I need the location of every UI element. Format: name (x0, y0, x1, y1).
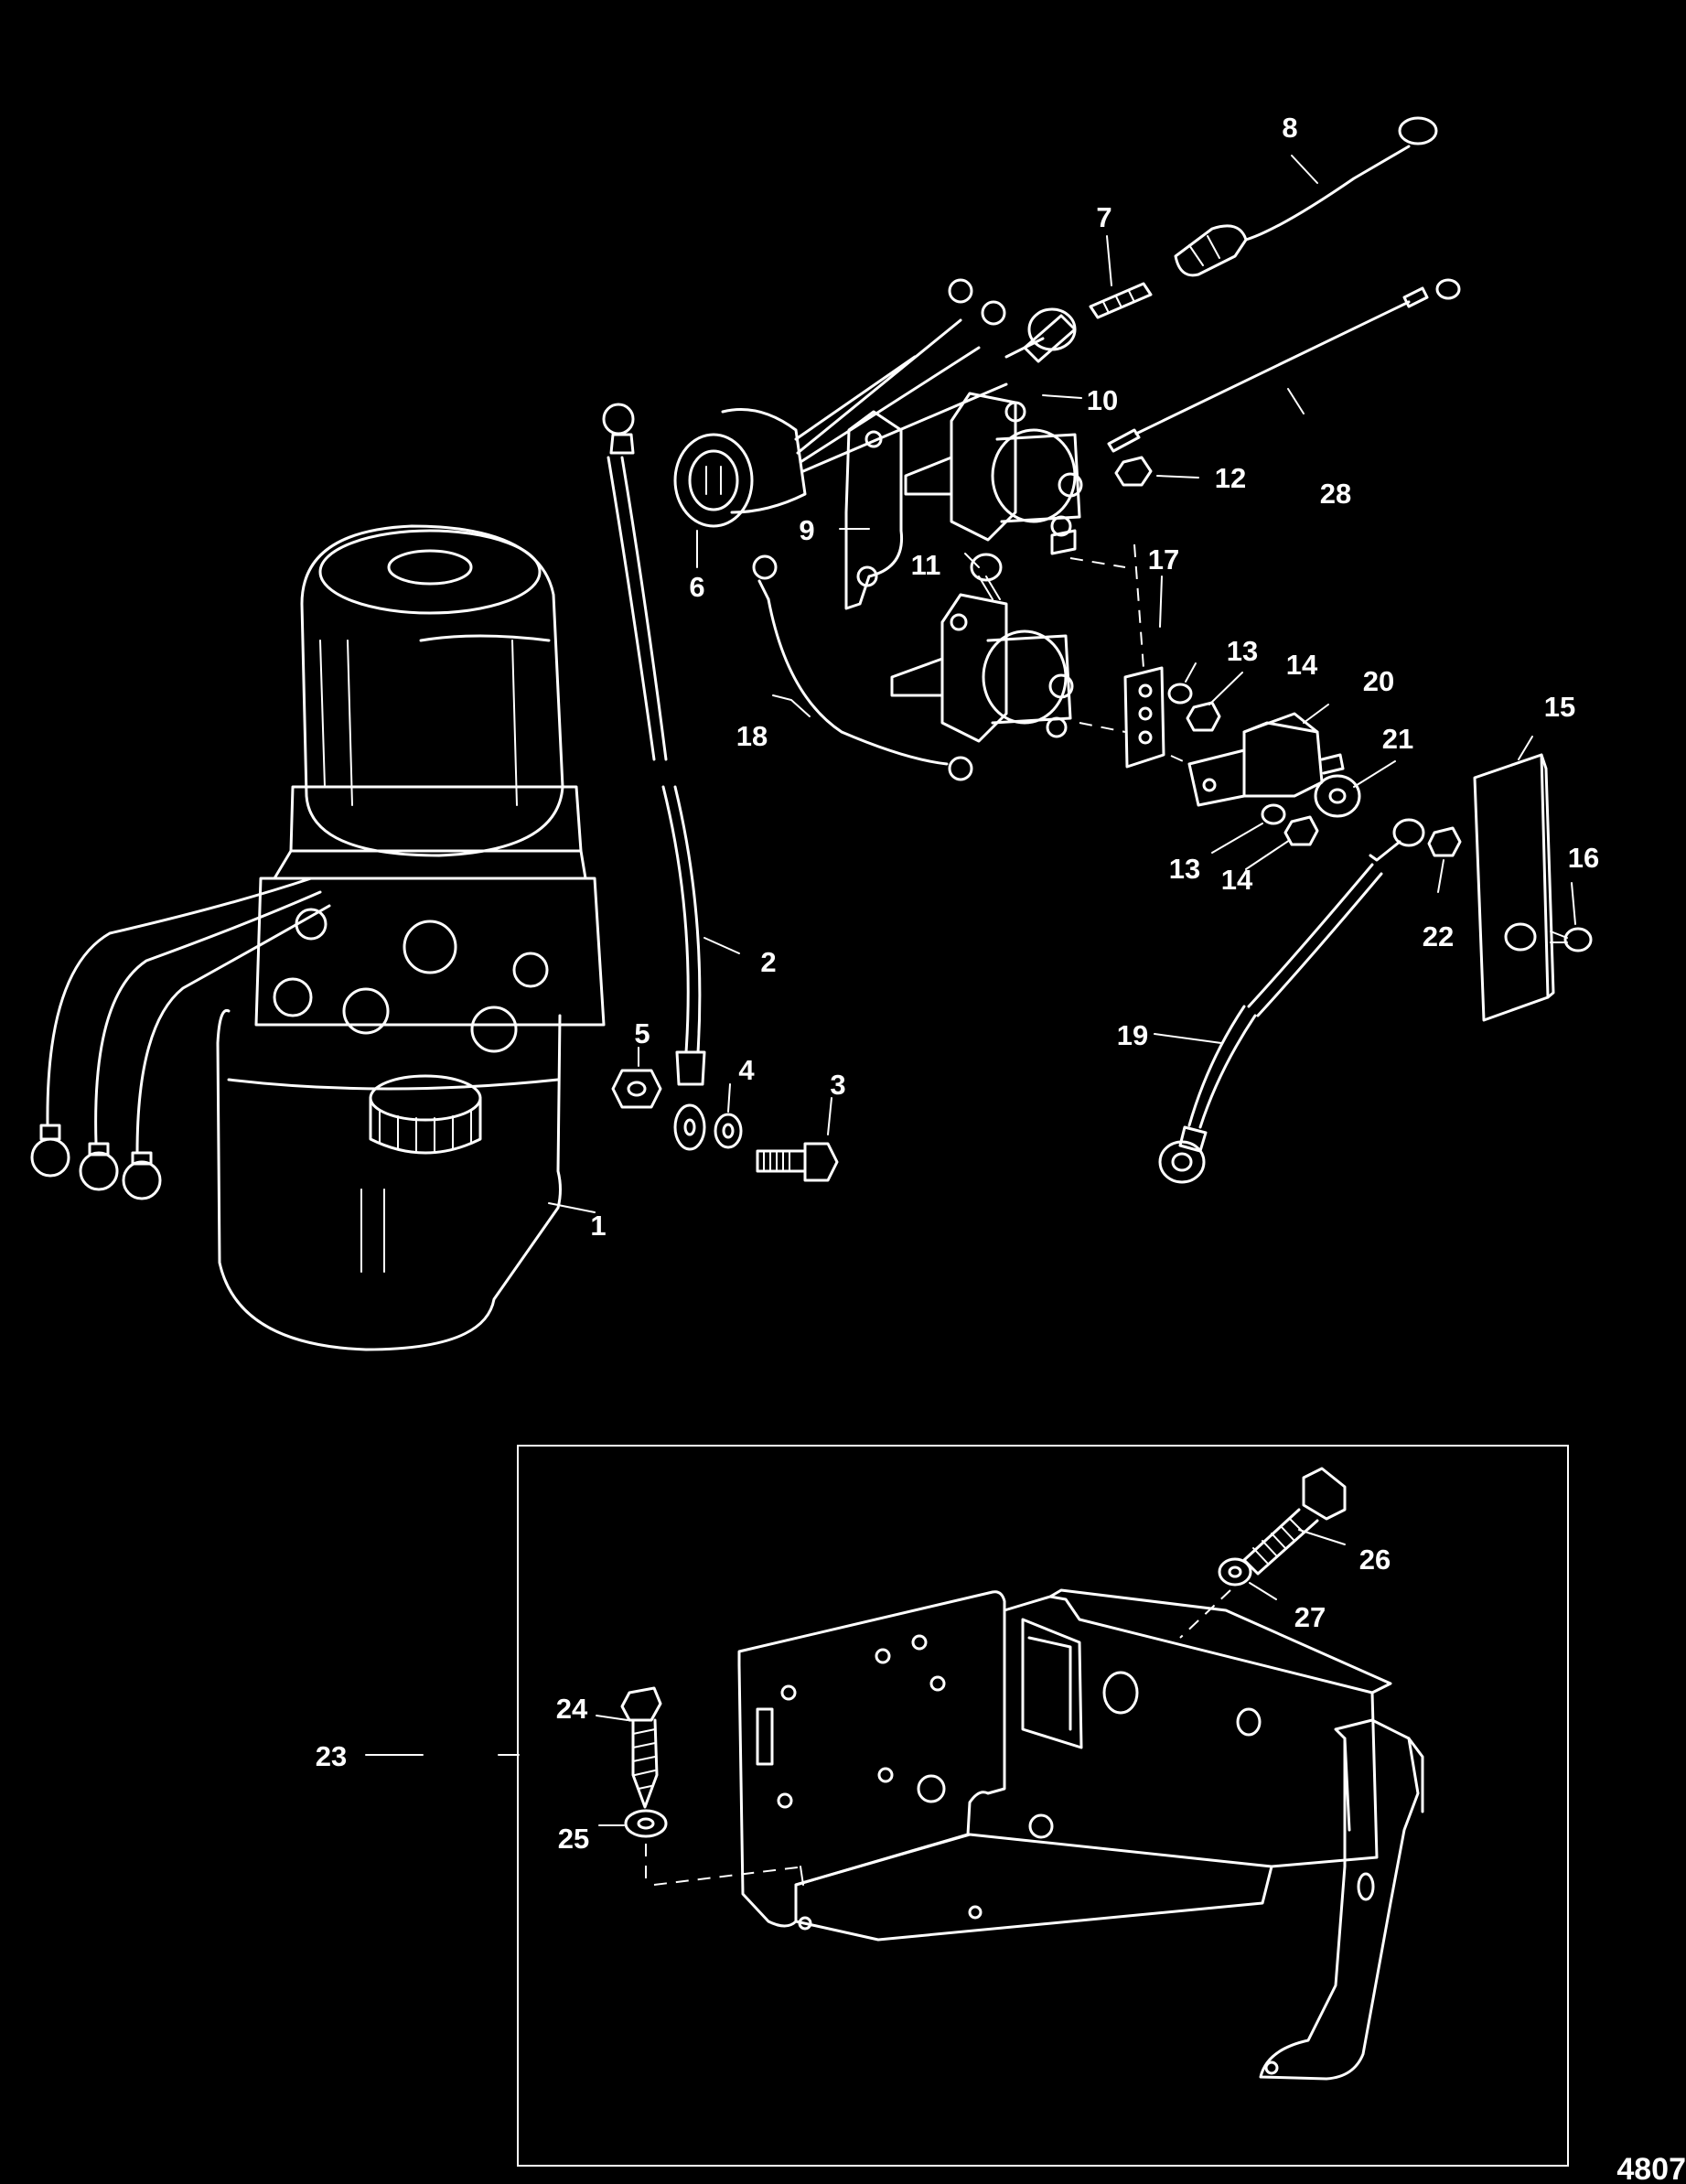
callout-19: 19 (1117, 1019, 1148, 1051)
callout-28: 28 (1320, 478, 1351, 510)
callout-23: 23 (316, 1740, 347, 1772)
callout-5: 5 (634, 1017, 650, 1049)
callout-1: 1 (590, 1210, 606, 1242)
washer-21 (1314, 774, 1361, 818)
callout-27: 27 (1294, 1601, 1326, 1633)
callout-12: 12 (1215, 462, 1246, 494)
callout-13-upper: 13 (1227, 635, 1258, 667)
callout-14-upper: 14 (1286, 649, 1318, 681)
mounting-bracket-23 (737, 1588, 1424, 2081)
callout-17: 17 (1148, 543, 1179, 576)
pump-motor-assembly (30, 524, 606, 1351)
screw-16 (1550, 927, 1593, 952)
washer-25 (624, 1809, 668, 1838)
callout-9: 9 (799, 514, 814, 546)
callout-16: 16 (1568, 842, 1599, 874)
callout-18: 18 (736, 720, 768, 752)
lead-28 (1107, 278, 1461, 453)
nut-13-lower (1261, 803, 1286, 825)
callout-21: 21 (1382, 723, 1413, 755)
callout-11: 11 (911, 549, 941, 581)
nut-5 (611, 1069, 662, 1109)
callout-24: 24 (556, 1693, 588, 1725)
callout-13-lower: 13 (1169, 853, 1200, 885)
callout-6: 6 (689, 571, 704, 603)
callout-14-lower: 14 (1221, 864, 1253, 896)
bracket-9 (844, 410, 904, 610)
solenoid-lower (890, 593, 1074, 743)
callout-20: 20 (1363, 665, 1394, 697)
callout-22: 22 (1423, 920, 1454, 952)
nut-14-upper (1186, 701, 1221, 732)
lead-8 (1174, 116, 1438, 277)
screw-11 (970, 553, 1003, 600)
bolt-26 (1242, 1467, 1347, 1576)
bolt-24 (620, 1686, 662, 1809)
callout-10: 10 (1087, 384, 1118, 416)
callout-26: 26 (1359, 1544, 1391, 1576)
nut-22 (1427, 826, 1462, 857)
callout-4: 4 (738, 1054, 755, 1086)
callout-8: 8 (1282, 112, 1297, 144)
callout-2: 2 (760, 946, 776, 978)
fuse-7 (1089, 282, 1153, 319)
callout-15: 15 (1544, 691, 1575, 723)
callout-labels: 1 2 3 4 5 6 7 8 9 10 11 12 13 14 15 16 1… (316, 112, 1599, 1855)
inset-box (517, 1445, 1569, 2167)
washer-27 (1218, 1557, 1252, 1587)
lead-18 (752, 554, 973, 781)
washer-4 (714, 1113, 743, 1149)
ground-cable-2 (602, 403, 706, 1151)
cover-15 (1473, 753, 1555, 1022)
connector-6 (673, 278, 1077, 528)
figure-number: 4807 (1616, 2152, 1686, 2184)
lead-19 (1158, 818, 1425, 1184)
solenoid-10 (904, 392, 1083, 555)
circuit-breaker-20 (1187, 712, 1345, 807)
nut-14-lower (1283, 815, 1319, 846)
plate-17 (1123, 543, 1165, 769)
leader-lines (365, 155, 1576, 1826)
nut-12 (1114, 456, 1153, 487)
screw-3 (756, 1142, 839, 1182)
callout-3: 3 (830, 1069, 845, 1101)
nut-13-upper (1167, 683, 1193, 705)
callout-7: 7 (1096, 201, 1111, 233)
callout-25: 25 (558, 1823, 589, 1855)
